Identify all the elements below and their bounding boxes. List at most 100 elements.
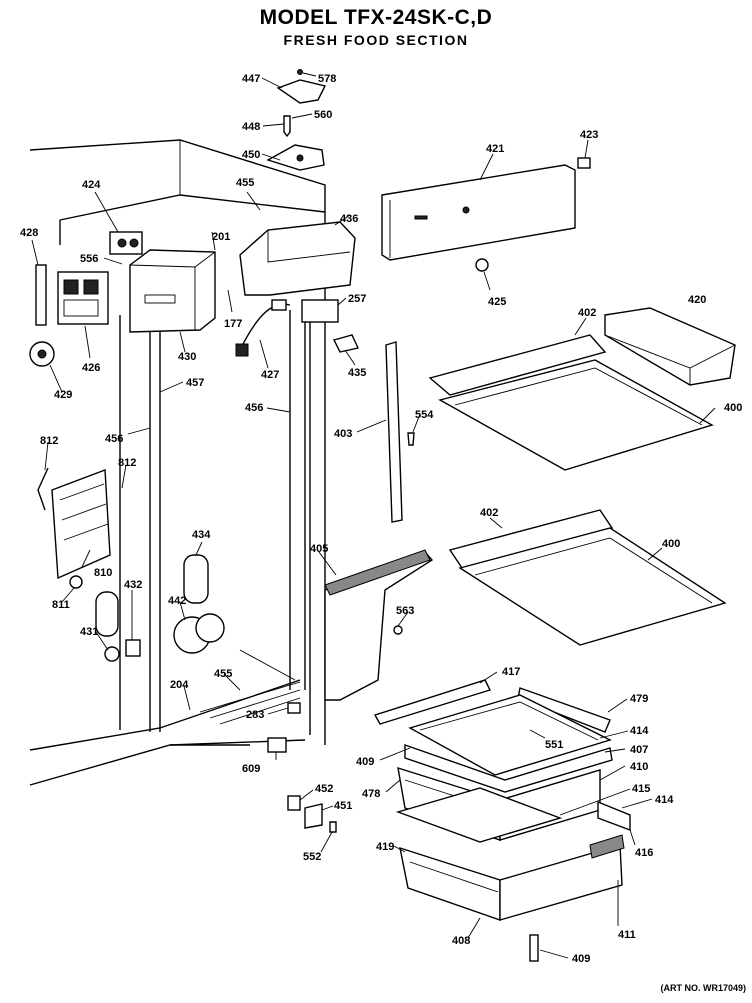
shelf-lower-400	[448, 509, 727, 646]
damper-428	[35, 264, 47, 326]
light-socket-257	[301, 299, 339, 323]
label-450: 450	[242, 149, 260, 161]
shelf-rail-403	[385, 341, 403, 523]
label-435: 435	[348, 367, 366, 379]
label-455a: 455	[236, 177, 254, 189]
label-563: 563	[396, 605, 414, 617]
label-448: 448	[242, 121, 260, 133]
fan-442	[173, 613, 225, 654]
glass-409	[529, 934, 539, 962]
control-housing-430	[129, 249, 216, 333]
label-424: 424	[82, 179, 101, 191]
label-411: 411	[618, 929, 636, 941]
label-451: 451	[334, 800, 352, 812]
screw-552	[329, 821, 337, 833]
label-812b: 812	[118, 457, 136, 469]
label-578: 578	[318, 73, 336, 85]
label-426: 426	[82, 362, 100, 374]
label-455b: 455	[214, 668, 232, 680]
label-257: 257	[348, 293, 366, 305]
label-811: 811	[52, 599, 70, 611]
glass-shelf-414	[408, 694, 612, 776]
label-414a: 414	[630, 725, 649, 737]
label-456a: 456	[245, 402, 263, 414]
shelf-frame-407	[404, 744, 613, 793]
label-431: 431	[80, 626, 98, 638]
diagram-title: MODEL TFX-24SK-C,D	[259, 6, 493, 29]
label-177: 177	[224, 318, 242, 330]
bracket-452	[287, 795, 301, 811]
hinge-screw-448	[283, 115, 291, 138]
hinge-cover-447	[276, 69, 327, 104]
leader-lines	[31, 72, 716, 959]
crisper-pan-lower	[399, 834, 625, 921]
light-shield-421	[381, 164, 576, 261]
label-409a: 409	[356, 756, 374, 768]
label-609: 609	[242, 763, 260, 775]
bin-420	[604, 307, 736, 386]
label-425: 425	[488, 296, 506, 308]
label-457: 457	[186, 377, 204, 389]
label-417: 417	[502, 666, 520, 678]
label-419: 419	[376, 841, 394, 853]
label-456b: 456	[105, 433, 123, 445]
crisper-cover-405	[324, 549, 434, 701]
label-423: 423	[580, 129, 598, 141]
label-434: 434	[192, 529, 211, 541]
evaporator-cover-810	[51, 469, 111, 580]
label-556: 556	[80, 253, 98, 265]
part-labels: 447 578 448 560 450 421 423 455 424 201 …	[20, 73, 742, 965]
fastener-423	[577, 157, 591, 169]
label-478: 478	[362, 788, 380, 800]
shelf-upper-400	[428, 334, 714, 471]
label-415: 415	[632, 783, 650, 795]
label-560: 560	[314, 109, 332, 121]
switch-435	[332, 334, 359, 353]
rail-417	[373, 679, 491, 725]
label-810: 810	[94, 567, 112, 579]
label-201: 201	[212, 231, 230, 243]
bulb-431	[104, 639, 141, 662]
clip-283	[287, 702, 301, 714]
label-812a: 812	[40, 435, 58, 447]
rail-479	[517, 687, 611, 733]
label-427: 427	[261, 369, 279, 381]
hinge-451	[304, 803, 323, 829]
label-204: 204	[170, 679, 189, 691]
label-402b: 402	[480, 507, 498, 519]
control-knob-housing-426	[57, 271, 109, 325]
label-442: 442	[168, 595, 186, 607]
label-402a: 402	[578, 307, 596, 319]
label-283: 283	[246, 709, 264, 721]
thermostat-bracket-424	[109, 231, 143, 255]
lens-432	[95, 591, 119, 637]
label-405: 405	[310, 543, 328, 555]
label-430: 430	[178, 351, 196, 363]
label-409b: 409	[572, 953, 590, 965]
label-420: 420	[688, 294, 706, 306]
nut-811	[69, 575, 83, 589]
label-407: 407	[630, 744, 648, 756]
label-414b: 414	[655, 794, 674, 806]
roller-609	[267, 737, 287, 753]
diagram-subtitle: FRESH FOOD SECTION	[283, 32, 469, 48]
bracket-812	[37, 467, 49, 511]
frame-416	[597, 800, 631, 832]
hinge-bracket-450	[266, 144, 325, 171]
label-400a: 400	[724, 402, 742, 414]
label-408: 408	[452, 935, 470, 947]
label-421: 421	[486, 143, 504, 155]
label-436: 436	[340, 213, 358, 225]
label-410: 410	[630, 761, 648, 773]
label-479a: 479	[630, 693, 648, 705]
label-432: 432	[124, 579, 142, 591]
glass-415	[395, 787, 563, 843]
label-403: 403	[334, 428, 352, 440]
screw-554	[407, 432, 415, 446]
lens-434	[183, 554, 209, 604]
screw-563	[393, 625, 403, 635]
label-551: 551	[545, 739, 563, 751]
label-416: 416	[635, 847, 653, 859]
art-number: (ART NO. WR17049)	[660, 983, 746, 993]
